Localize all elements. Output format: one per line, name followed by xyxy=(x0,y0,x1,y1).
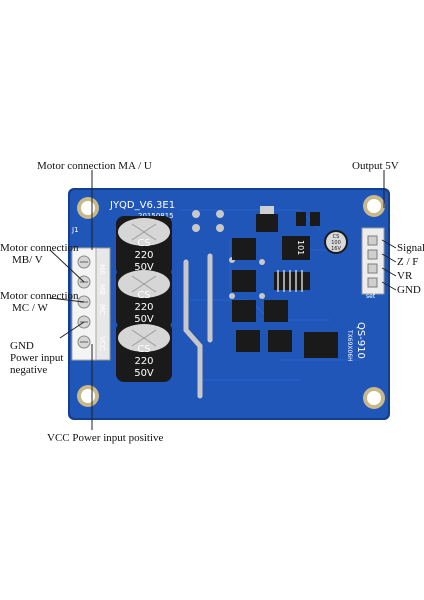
small-cap-line2: 100 xyxy=(331,240,341,246)
cap3-line1: CS xyxy=(137,344,150,355)
terminal-label-mc: MC xyxy=(98,304,106,315)
label-motor-mc-line1: Motor connection xyxy=(0,290,79,302)
label-gnd-left-line1: GND xyxy=(10,340,34,352)
inductor: 101 xyxy=(282,236,310,260)
driver-ic xyxy=(274,270,310,292)
silk-model: QS-910 xyxy=(355,322,366,359)
solder-pads xyxy=(192,210,265,299)
silk-title: JYQD_V6.3E1 xyxy=(109,200,175,211)
label-zf: Z / F xyxy=(397,256,419,268)
label-gnd-left-line2: Power input xyxy=(10,352,64,364)
inductor-label: 101 xyxy=(296,240,305,255)
connector-label: set xyxy=(366,293,376,300)
terminal-label-ma: MA xyxy=(98,264,106,275)
label-signal: Signal xyxy=(397,242,424,254)
terminal-label-mb: MB xyxy=(98,284,106,295)
cap2-line1: CS xyxy=(137,290,150,301)
cap3-line3: 50V xyxy=(134,368,154,379)
capacitor-1 xyxy=(116,216,172,276)
right-connector xyxy=(361,227,385,295)
transistor-pair xyxy=(296,212,320,226)
solder-wire xyxy=(183,253,213,399)
label-gnd-right: GND xyxy=(397,284,421,296)
controller-ic xyxy=(304,332,338,358)
cap2-line2: 220 xyxy=(134,302,153,313)
small-cap-line1: CS xyxy=(333,234,340,240)
cap1-line1: CS xyxy=(137,238,150,249)
mosfet-top xyxy=(256,206,278,232)
label-gnd-left-line3: negative xyxy=(10,364,48,376)
label-output-5v: Output 5V xyxy=(352,160,399,172)
j1-label: J1 xyxy=(71,226,79,234)
label-vr: VR xyxy=(397,270,413,282)
silk-sub: TX69X06H xyxy=(346,329,353,362)
terminal-block xyxy=(71,247,111,361)
cap3-line2: 220 xyxy=(134,356,153,367)
label-motor-ma: Motor connection MA / U xyxy=(37,160,152,172)
label-motor-mc-line2: MC / W xyxy=(12,302,48,314)
label-motor-mb-line1: Motor connection xyxy=(0,242,79,254)
small-cap-line3: 16V xyxy=(331,246,341,252)
cap1-line2: 220 xyxy=(134,250,153,261)
leader-lines xyxy=(49,170,397,430)
label-motor-mb-line2: MB/ V xyxy=(12,254,43,266)
mosfet-array xyxy=(232,238,292,352)
capacitor-3 xyxy=(116,322,172,382)
cap1-line3: 50V xyxy=(134,262,154,273)
terminal-label-vcc: VCC xyxy=(98,336,106,351)
cap2-line3: 50V xyxy=(134,314,154,325)
small-capacitor xyxy=(324,230,348,254)
label-vcc: VCC Power input positive xyxy=(47,432,164,444)
capacitor-2 xyxy=(116,268,172,328)
